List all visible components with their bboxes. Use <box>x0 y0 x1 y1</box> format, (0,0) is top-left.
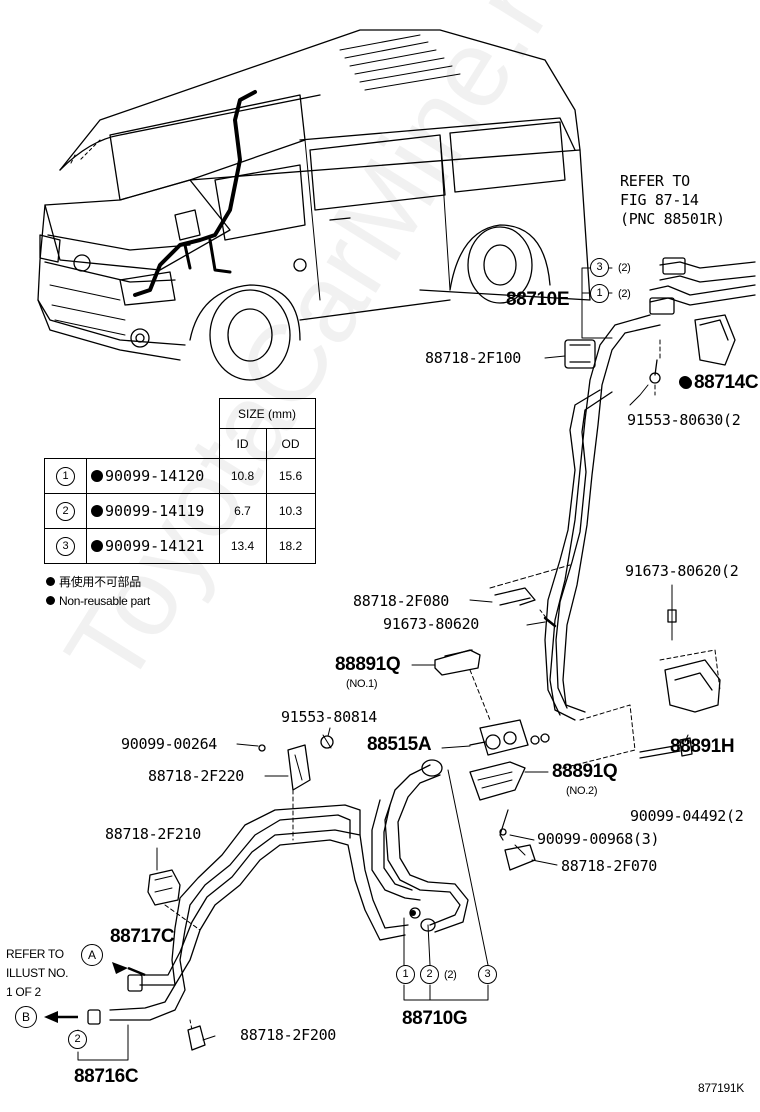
van-outline <box>37 29 591 381</box>
label-88718-2F080: 88718-2F080 <box>353 592 450 610</box>
label-90099-04492: 90099-04492(2 <box>630 807 744 825</box>
part-number: 90099-14119 <box>105 502 205 520</box>
callout-2: 2 <box>68 1030 87 1049</box>
label-91553-80630: 91553-80630(2 <box>627 411 741 429</box>
callout-qty: (2) <box>444 969 457 981</box>
od-value: 15.6 <box>265 458 316 494</box>
row-number: 2 <box>56 501 75 521</box>
non-reusable-dot-icon <box>680 377 692 389</box>
label-88891H: 88891H <box>670 736 735 757</box>
id-value: 10.8 <box>218 458 267 494</box>
callout-3: 3 <box>478 965 497 984</box>
refer-top-line2: FIG 87-14 <box>620 191 699 209</box>
tube-88716C <box>77 734 409 1061</box>
od-header: OD <box>265 428 316 459</box>
non-reusable-dot-icon <box>91 505 103 517</box>
id-value: 6.7 <box>218 493 267 529</box>
row-number: 3 <box>56 536 75 556</box>
seal-size-table: SIZE (mm) ID OD 1 90099-14120 10.8 15.6 … <box>44 398 316 564</box>
callout-2: 2 <box>420 965 439 984</box>
marker-a[interactable]: A <box>81 944 103 966</box>
non-reusable-dot-icon <box>91 470 103 482</box>
table-row: 3 90099-14121 13.4 18.2 <box>44 528 316 564</box>
callout-1: 1 <box>396 965 415 984</box>
callout-qty: (2) <box>618 288 631 300</box>
refer-top-line1: REFER TO <box>620 172 690 190</box>
table-row: 1 90099-14120 10.8 15.6 <box>44 458 316 494</box>
non-reusable-dot-icon <box>91 540 103 552</box>
van-ac-pipe <box>133 90 257 297</box>
label-88714C: 88714C <box>680 373 759 393</box>
label-88718-2F100: 88718-2F100 <box>425 349 522 367</box>
label-88716C: 88716C <box>74 1066 139 1087</box>
refer-left-line1: REFER TO <box>6 947 64 961</box>
label-88710E: 88710E <box>506 289 570 310</box>
od-value: 10.3 <box>265 493 316 529</box>
label-88718-2F070: 88718-2F070 <box>561 857 658 875</box>
label-88717C: 88717C <box>110 926 175 947</box>
non-reusable-dot-icon <box>46 577 55 586</box>
marker-b[interactable]: B <box>15 1006 37 1028</box>
callout-1: 1 <box>590 284 609 303</box>
legend-jp: 再使用不可部品 <box>46 575 141 589</box>
label-91673-80620: 91673-80620 <box>383 615 480 633</box>
label-90099-00264: 90099-00264 <box>121 735 218 753</box>
part-88891Q-no1 <box>434 649 491 721</box>
arrow-b <box>44 1011 58 1023</box>
refer-top-line3: (PNC 88501R) <box>620 210 725 228</box>
non-reusable-dot-icon <box>46 596 55 605</box>
label-88718-2F200: 88718-2F200 <box>240 1026 337 1044</box>
part-88891Q-no2 <box>469 761 526 841</box>
label-no2: (NO.2) <box>566 785 598 797</box>
arrow-a <box>112 962 128 974</box>
id-value: 13.4 <box>218 528 267 564</box>
bolt-90099-04492 <box>639 744 681 759</box>
label-no1: (NO.1) <box>346 678 378 690</box>
part-88515A <box>469 704 636 771</box>
label-88718-2F220: 88718-2F220 <box>148 767 245 785</box>
part-number: 90099-14121 <box>105 537 205 555</box>
od-value: 18.2 <box>265 528 316 564</box>
table-row: 2 90099-14119 6.7 10.3 <box>44 493 316 529</box>
refer-left-line2: ILLUST NO. <box>6 966 69 980</box>
tube-88710G <box>371 759 536 966</box>
label-91673-80620-2: 91673-80620(2 <box>625 562 739 580</box>
bracket-88718-2F080 <box>489 564 571 628</box>
row-number: 1 <box>56 466 75 486</box>
part-number: 90099-14120 <box>105 467 205 485</box>
label-88891Q-no2: 88891Q <box>552 761 618 782</box>
legend-en: Non-reusable part <box>46 594 150 608</box>
label-88891Q-no1: 88891Q <box>335 654 401 675</box>
label-88710G: 88710G <box>402 1008 468 1029</box>
callout-3: 3 <box>590 258 609 277</box>
label-88515A: 88515A <box>367 734 432 755</box>
callout-qty: (2) <box>618 262 631 274</box>
label-90099-00968: 90099-00968(3) <box>537 830 660 848</box>
size-header: SIZE (mm) <box>218 398 316 429</box>
refer-left-line3: 1 OF 2 <box>6 985 41 999</box>
id-header: ID <box>218 428 267 459</box>
illustration-number: 877191K <box>698 1081 744 1095</box>
label-91553-80814: 91553-80814 <box>281 708 378 726</box>
label-88718-2F210: 88718-2F210 <box>105 825 202 843</box>
tube-88710E <box>544 257 756 721</box>
part-88891H <box>659 604 721 713</box>
